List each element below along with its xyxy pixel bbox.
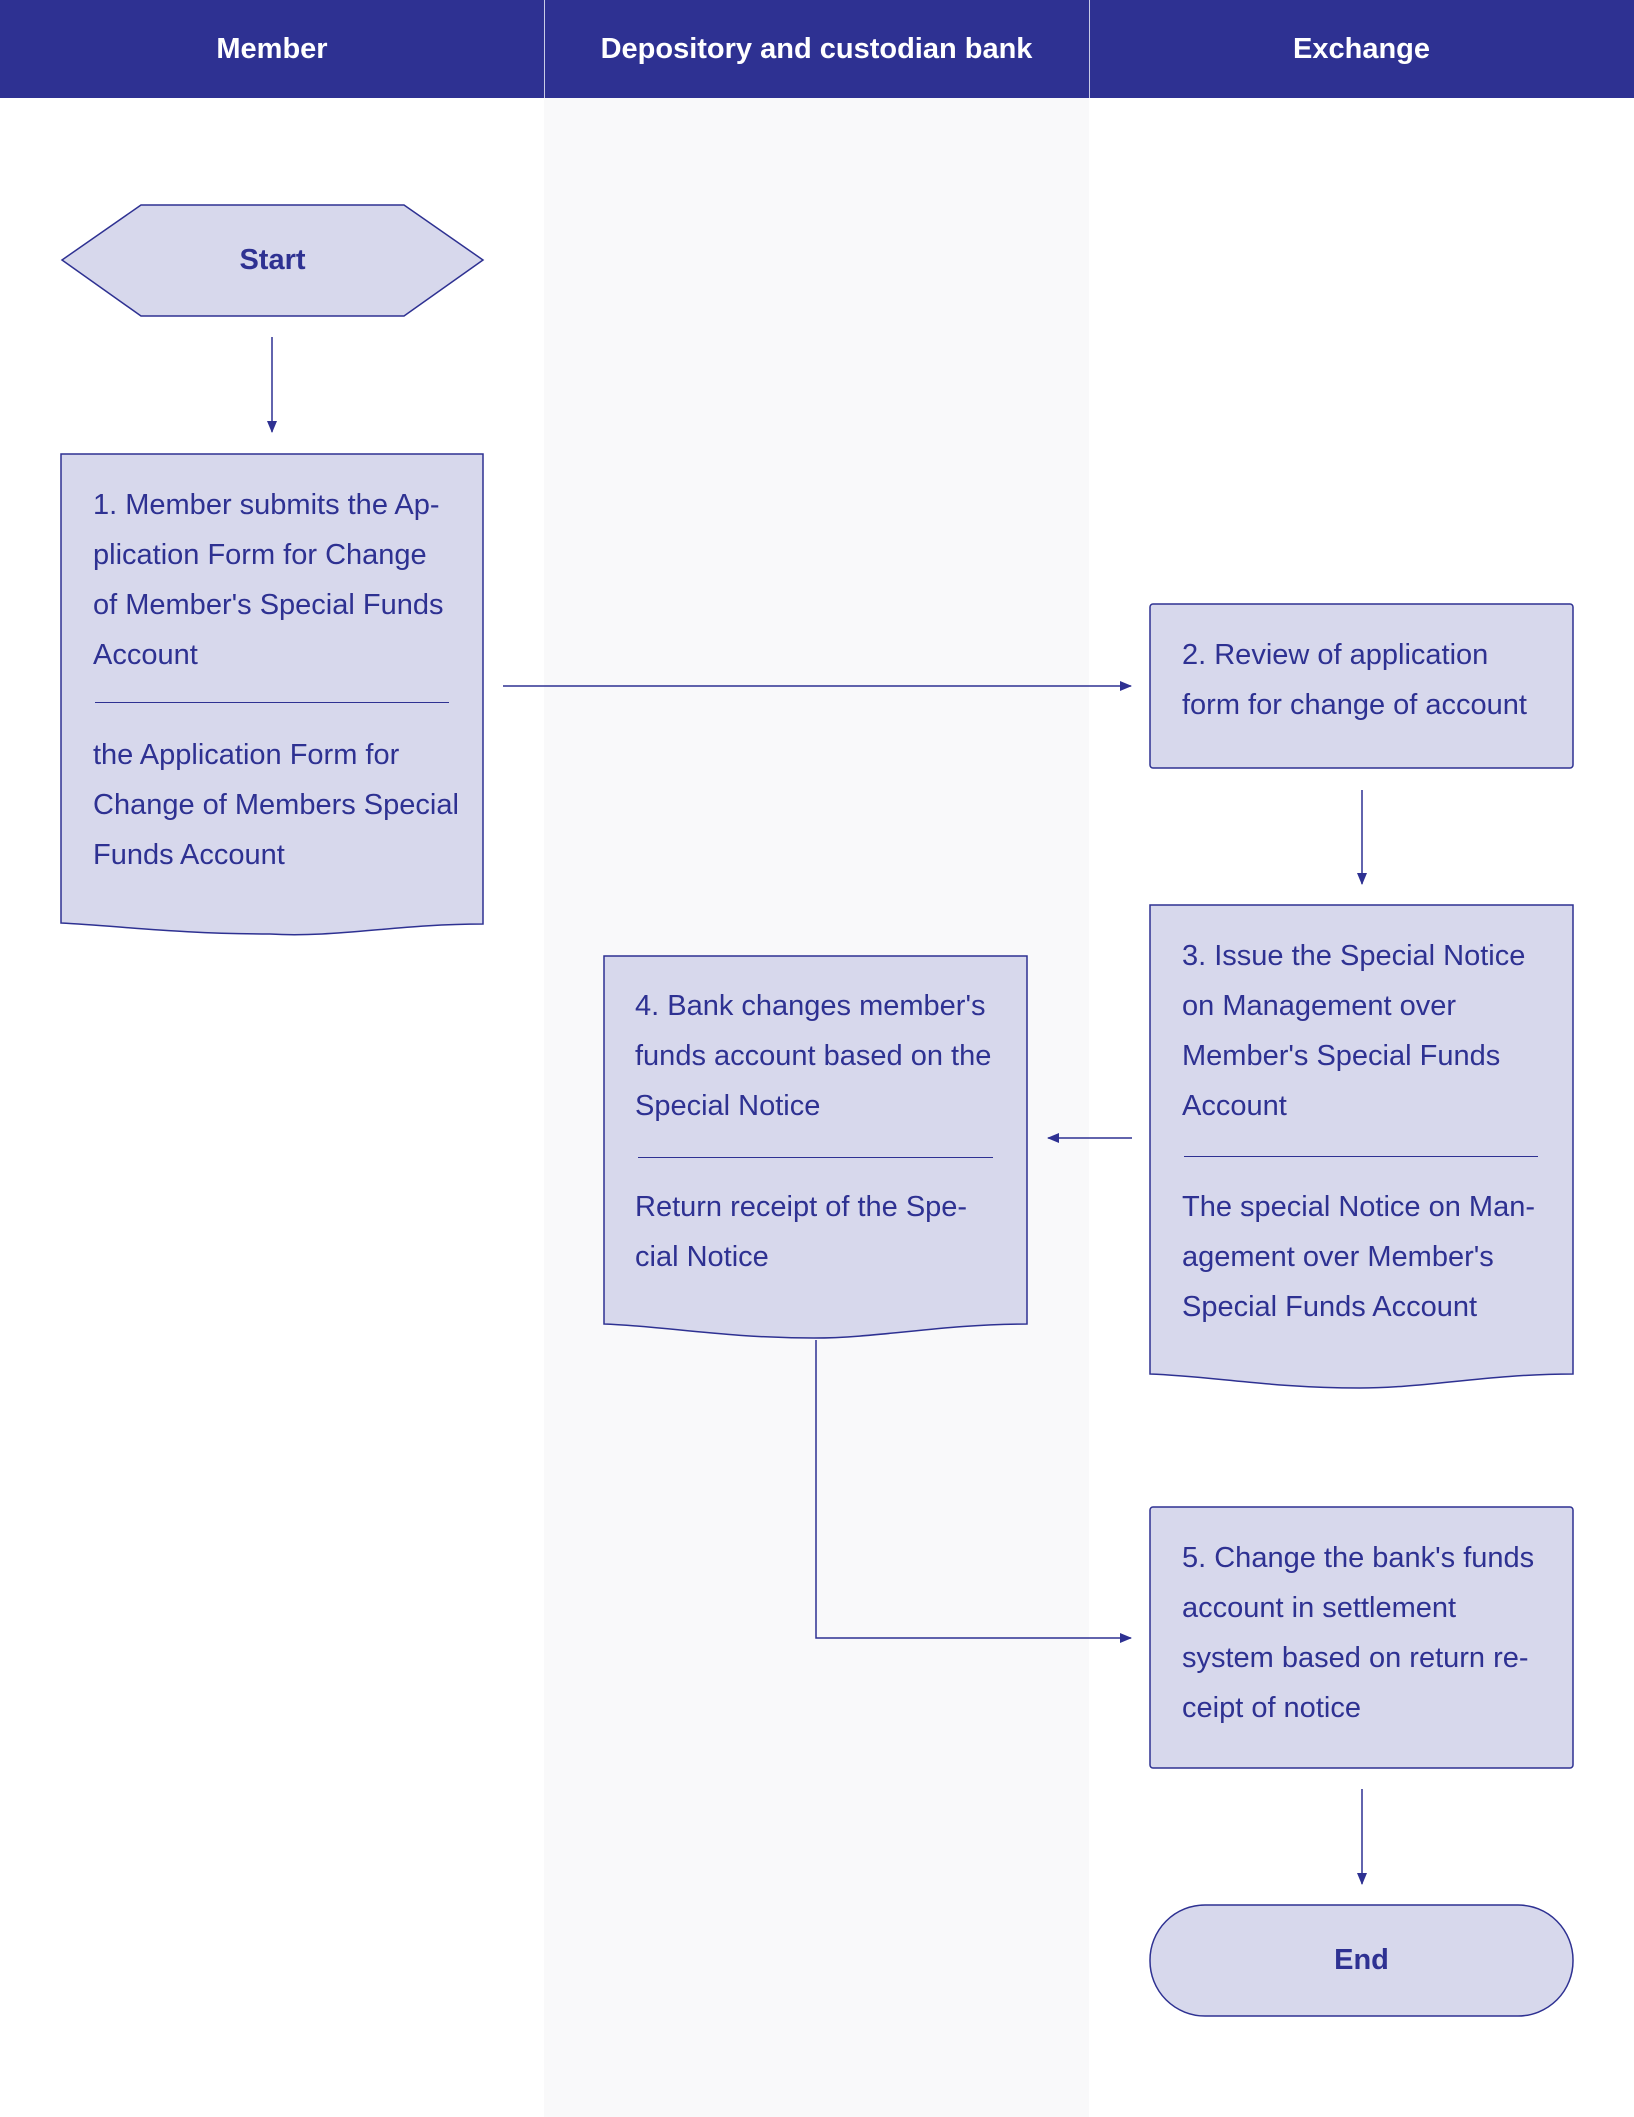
step1-title: 1. Member submits the Ap- plication Form…: [93, 489, 444, 671]
step3-separator: [1184, 1156, 1538, 1157]
lane-header-member: Member: [0, 0, 544, 98]
step3-title: 3. Issue the Special Notice on Managemen…: [1182, 940, 1526, 1122]
step4-title: 4. Bank changes member's funds account b…: [635, 990, 992, 1122]
step4-document-label: Return receipt of the Spe- cial Notice: [635, 1191, 968, 1273]
step1-shape: [60, 453, 484, 936]
start-label: Start: [239, 244, 306, 276]
start-shape: [60, 204, 485, 317]
step1-document-label: the Application Form for Change of Membe…: [93, 739, 459, 871]
lane-header-bank: Depository and custodian bank: [544, 0, 1089, 98]
step2-title: 2. Review of application form for change…: [1182, 639, 1527, 721]
step2-shape: [1149, 603, 1574, 769]
arrow-step4-to-step5: [815, 1340, 1132, 1643]
step1-separator: [95, 702, 449, 703]
step4-separator: [638, 1157, 993, 1158]
end-label: End: [1334, 1944, 1389, 1976]
header-divider-1: [544, 0, 545, 98]
step3-document-label: The special Notice on Man- agement over …: [1182, 1191, 1535, 1323]
header-divider-2: [1089, 0, 1090, 98]
step5-title: 5. Change the bank's funds account in se…: [1182, 1542, 1535, 1724]
step4-shape: [603, 955, 1028, 1339]
step5-shape: [1149, 1506, 1574, 1769]
lane-header-exchange: Exchange: [1089, 0, 1634, 98]
step3-shape: [1149, 904, 1574, 1389]
end-shape: [1149, 1904, 1574, 2017]
